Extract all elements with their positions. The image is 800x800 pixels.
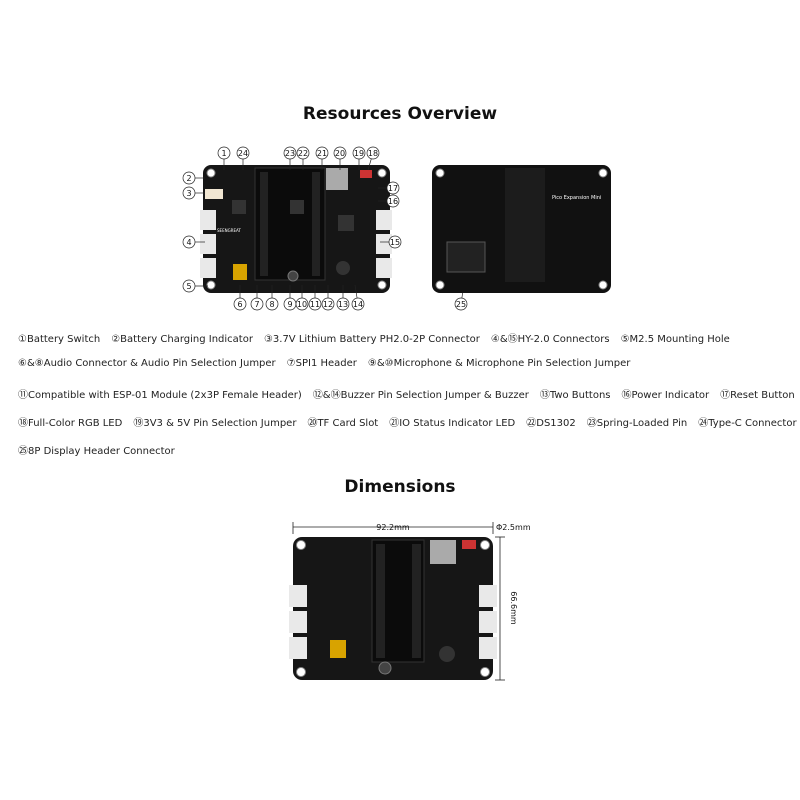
legend-item: ⑨&⑩Microphone & Microphone Pin Selection… [367,358,631,369]
legend-item: ㉒DS1302 [526,418,576,429]
callout-circle [182,235,196,249]
callout-number: 18 [368,149,378,158]
resources-overview-title: Resources Overview [302,104,498,124]
legend-item: ④&⑮HY-2.0 Connectors [490,334,610,345]
callout-circle [265,297,279,311]
callout-circle [295,297,309,311]
callout-number: 5 [186,282,191,291]
callout-number: 20 [335,149,345,158]
legend-item: ㉕8P Display Header Connector [18,446,175,457]
callout-circle [233,297,247,311]
dim-hole: Φ2.5mm [496,523,531,532]
callout-number: 19 [354,149,364,158]
callout-number: 25 [456,300,466,309]
callout-number: 1 [221,149,226,158]
legend-item: ⑪Compatible with ESP-01 Module (2x3P Fem… [18,390,302,401]
dimensions-title: Dimensions [344,477,456,497]
legend-row-3: ⑪Compatible with ESP-01 Module (2x3P Fem… [18,386,800,401]
callout-circle [454,297,468,311]
callout-number: 2 [186,174,191,183]
callout-number: 21 [317,149,327,158]
callout-circle [351,297,365,311]
legend-item: ⑥&⑧Audio Connector & Audio Pin Selection… [18,358,276,369]
legend-item: ①Battery Switch [18,334,101,345]
front-brand: SEENGREAT [217,228,241,233]
legend: ①Battery Switch ②Battery Charging Indicat… [18,330,797,460]
legend-item: ㉓Spring-Loaded Pin [586,418,688,429]
legend-row-4: ⑱Full-Color RGB LED ⑲3V3 & 5V Pin Selecti… [18,414,800,429]
legend-item: ⑫&⑭Buzzer Pin Selection Jumper & Buzzer [312,390,529,401]
callout-number: 14 [353,300,363,309]
callout-number: 6 [237,300,242,309]
front-board: SEENGREAT [200,165,392,293]
callout-circle [386,181,400,195]
callout-circle [321,297,335,311]
callout-circle [236,146,250,160]
legend-row-1: ①Battery Switch ②Battery Charging Indicat… [18,330,741,345]
legend-item: ⑬Two Buttons [539,390,611,401]
callout-number: 23 [285,149,295,158]
legend-item: ⑦SPI1 Header [286,358,357,369]
dimension-board: 92.2mm Φ2.5mm 66.6mm [289,522,531,681]
callout-circle [250,297,264,311]
legend-item: ⑱Full-Color RGB LED [18,418,123,429]
callout-number: 15 [390,238,400,247]
callout-number: 10 [297,300,307,309]
legend-row-5: ㉕8P Display Header Connector [18,442,186,457]
legend-row-2: ⑥&⑧Audio Connector & Audio Pin Selection… [18,358,641,369]
callout-number: 22 [298,149,308,158]
legend-item: ㉔Type-C Connector [698,418,797,429]
callout-number: 7 [254,300,259,309]
callout-number: 9 [287,300,292,309]
legend-item: ⑳TF Card Slot [307,418,379,429]
callout-number: 13 [338,300,348,309]
callout-number: 3 [186,189,191,198]
callout-circle [182,171,196,185]
callout-circle [352,146,366,160]
callout-circle [366,146,380,160]
callout-circle [386,194,400,208]
callout-number: 4 [186,238,191,247]
legend-item: ③3.7V Lithium Battery PH2.0-2P Connector [263,334,480,345]
callout-number: 24 [238,149,248,158]
dim-height: 66.6mm [509,591,518,625]
callout-number: 11 [310,300,320,309]
callout-number: 12 [323,300,333,309]
back-board: Pico Expansion Mini [432,165,611,293]
legend-item: ⑰Reset Button [720,390,795,401]
callout-number: 17 [388,184,398,193]
callout-circle [333,146,347,160]
callout-circle [283,146,297,160]
callout-circle [217,146,231,160]
callout-number: 16 [388,197,398,206]
callout-circle [308,297,322,311]
legend-item: ②Battery Charging Indicator [111,334,253,345]
callout-circle [336,297,350,311]
legend-item: ㉑IO Status Indicator LED [389,418,516,429]
callout-circle [296,146,310,160]
callout-circle [182,186,196,200]
legend-item: ⑯Power Indicator [621,390,710,401]
callout-circle [388,235,402,249]
legend-item: ⑲3V3 & 5V Pin Selection Jumper [133,418,297,429]
callout-circle [315,146,329,160]
callout-number: 8 [269,300,274,309]
legend-item: ⑤M2.5 Mounting Hole [620,334,730,345]
back-board-label: Pico Expansion Mini [552,195,601,201]
dim-width: 92.2mm [376,523,410,532]
callout-circle [182,279,196,293]
